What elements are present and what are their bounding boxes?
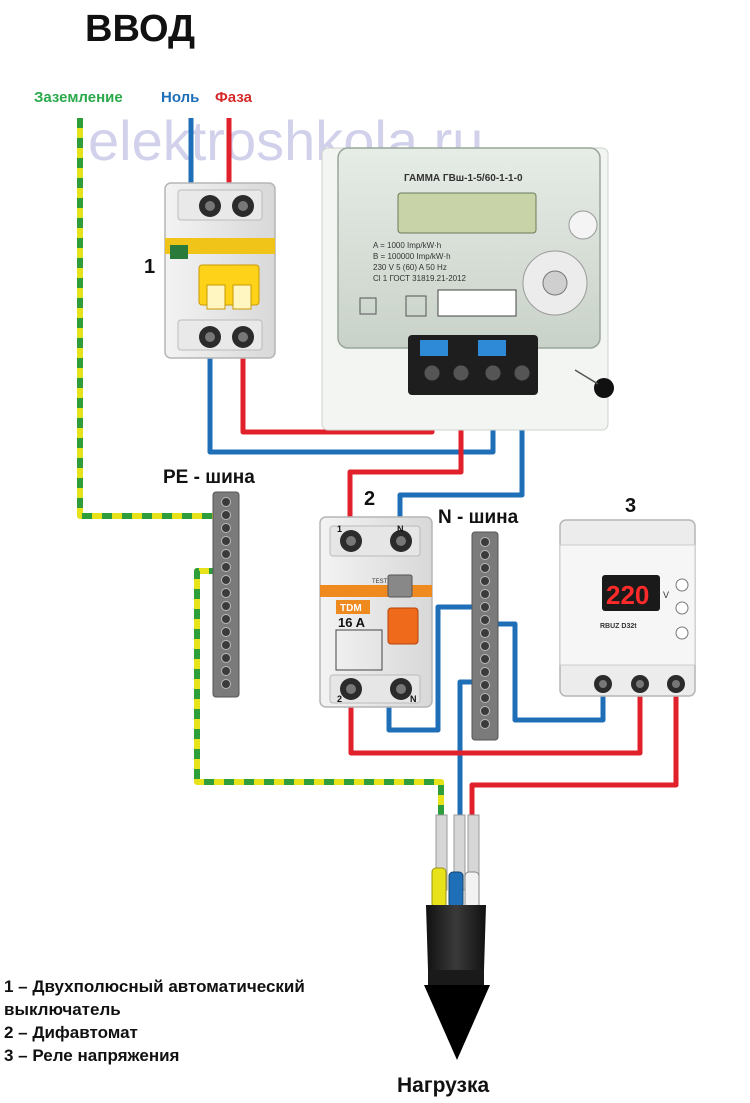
rcbo-terminal-label: N xyxy=(410,694,417,704)
bus-screw xyxy=(480,576,490,586)
bus-screw xyxy=(480,654,490,664)
bus-screw xyxy=(480,550,490,560)
bus-screw xyxy=(480,719,490,729)
bus-screw xyxy=(221,614,231,624)
phase-label: Фаза xyxy=(215,89,253,106)
bus-screw xyxy=(480,589,490,599)
bus-screw xyxy=(221,640,231,650)
bus-screw xyxy=(221,536,231,546)
legend-item: 2 – Дифавтомат xyxy=(4,1023,138,1042)
rcbo-test-label: TEST xyxy=(372,579,388,585)
rcbo-terminal-label: 1 xyxy=(337,524,342,534)
meter-spec-line: A = 1000 Imp/kW·h xyxy=(373,241,441,250)
bus-screw xyxy=(221,549,231,559)
meter-brand: ГАММА ГВш-1-5/60-1-1-0 xyxy=(404,173,523,184)
bus-screw xyxy=(221,510,231,520)
bus-screw xyxy=(480,693,490,703)
pe-bus-label: PE - шина xyxy=(163,467,255,488)
ground-label: Заземление xyxy=(34,89,123,106)
rcbo-rating: 16 A xyxy=(338,615,366,630)
bus-screw xyxy=(221,497,231,507)
load-label: Нагрузка xyxy=(397,1074,489,1097)
bus-screw xyxy=(221,588,231,598)
bus-screw xyxy=(480,602,490,612)
bus-screw xyxy=(221,666,231,676)
rcbo-number-label: 2 xyxy=(364,488,375,510)
legend: 1 – Двухполюсный автоматический выключат… xyxy=(4,975,384,1067)
bus-screw xyxy=(221,653,231,663)
bus-screw xyxy=(480,628,490,638)
electricity-meter xyxy=(321,147,614,431)
breaker-number-label: 1 xyxy=(144,256,155,278)
pe-bus-bar xyxy=(212,491,240,698)
bus-screw xyxy=(480,667,490,677)
bus-screw xyxy=(221,601,231,611)
two-pole-breaker xyxy=(164,182,276,359)
rcbo-device xyxy=(319,516,433,708)
page-title: ВВОД xyxy=(85,8,196,50)
bus-screw xyxy=(221,627,231,637)
bus-screw xyxy=(480,706,490,716)
meter-spec-line: B = 100000 Imp/kW·h xyxy=(373,252,451,261)
bus-screw xyxy=(221,679,231,689)
bus-screw xyxy=(221,575,231,585)
bus-screw xyxy=(480,641,490,651)
meter-spec-line: Cl 1 ГОСТ 31819.21-2012 xyxy=(373,274,467,283)
legend-item: 3 – Реле напряжения xyxy=(4,1046,180,1065)
ground-wires xyxy=(77,118,444,820)
rcbo-terminal-label: N xyxy=(397,524,404,534)
relay-display-value: 220 xyxy=(606,580,649,610)
legend-item: 1 – Двухполюсный автоматический выключат… xyxy=(4,977,305,1019)
meter-spec-line: 230 V 5 (60) A 50 Hz xyxy=(373,263,447,272)
bus-screw xyxy=(480,615,490,625)
n-bus-label: N - шина xyxy=(438,507,519,528)
bus-screw xyxy=(221,562,231,572)
bus-screw xyxy=(221,523,231,533)
rcbo-terminal-label: 2 xyxy=(337,694,342,704)
relay-display-unit: V xyxy=(663,590,669,600)
n-bus-bar xyxy=(471,531,499,741)
load-cable xyxy=(424,814,490,1060)
neutral-label: Ноль xyxy=(161,89,199,106)
voltage-relay xyxy=(559,519,696,697)
relay-model: RBUZ D32t xyxy=(600,623,637,630)
bus-screw xyxy=(480,680,490,690)
relay-number-label: 3 xyxy=(625,495,636,517)
bus-screw xyxy=(480,537,490,547)
bus-screw xyxy=(480,563,490,573)
rcbo-brand: TDM xyxy=(340,603,362,614)
